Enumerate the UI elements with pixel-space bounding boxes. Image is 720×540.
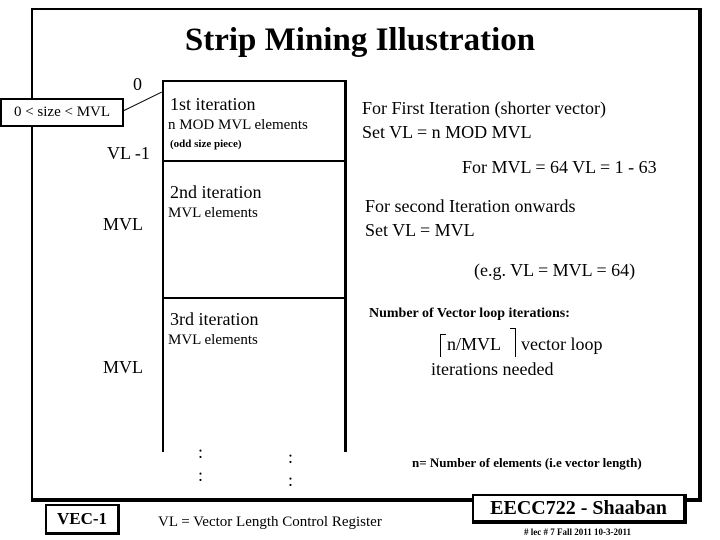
iteration-3-desc: MVL elements — [168, 332, 258, 348]
iteration-3-title: 3rd iteration — [170, 309, 259, 329]
size-range-label: 0 < size < MVL — [13, 104, 111, 120]
vector-strip — [162, 80, 347, 452]
loop-suffix: vector loop — [521, 334, 603, 354]
vec-label: VEC-1 — [56, 509, 108, 528]
continuation-dots-right-2: : — [288, 470, 294, 490]
continuation-dots-right-1: : — [288, 447, 294, 467]
second-iteration-line1: For second Iteration onwards — [365, 196, 576, 216]
continuation-dots-left-1: : — [198, 442, 204, 462]
vec-label-box: VEC-1 — [45, 504, 120, 535]
ceiling-right-bracket — [510, 328, 516, 357]
ceiling-left-bracket — [440, 334, 446, 357]
loop-line2: iterations needed — [431, 359, 554, 379]
course-brand: EECC722 - Shaaban — [490, 497, 667, 519]
lecture-info: # lec # 7 Fall 2011 10-3-2011 — [524, 527, 631, 537]
vl-register-definition: VL = Vector Length Control Register — [158, 514, 382, 530]
strip-divider-1 — [162, 160, 347, 162]
iteration-1-desc: n MOD MVL elements — [168, 117, 308, 133]
n-definition: n= Number of elements (i.e vector length… — [412, 455, 642, 470]
index-zero-label: 0 — [133, 74, 142, 94]
loop-iterations-heading: Number of Vector loop iterations: — [369, 306, 570, 321]
iteration-2-desc: MVL elements — [168, 205, 258, 221]
size-range-box: 0 < size < MVL — [0, 98, 124, 127]
vl-minus-1-label: VL -1 — [107, 143, 150, 163]
first-iteration-line1: For First Iteration (shorter vector) — [362, 98, 606, 118]
iteration-2-title: 2nd iteration — [170, 182, 262, 202]
continuation-dots-left-2: : — [198, 465, 204, 485]
mvl-label-second: MVL — [103, 357, 143, 377]
slide-frame — [31, 8, 702, 502]
slide-title: Strip Mining Illustration — [184, 22, 536, 58]
second-iteration-line2: Set VL = MVL — [365, 220, 475, 240]
mvl-label-first: MVL — [103, 214, 143, 234]
strip-divider-2 — [162, 297, 347, 299]
vl-example: (e.g. VL = MVL = 64) — [474, 260, 636, 280]
loop-expression: n/MVL — [447, 334, 501, 354]
first-iteration-line2: Set VL = n MOD MVL — [362, 122, 532, 142]
iteration-1-title: 1st iteration — [170, 94, 256, 114]
iteration-1-note: (odd size piece) — [170, 138, 242, 150]
mvl-64-note: For MVL = 64 VL = 1 - 63 — [462, 157, 657, 177]
course-brand-box: EECC722 - Shaaban — [472, 494, 687, 524]
